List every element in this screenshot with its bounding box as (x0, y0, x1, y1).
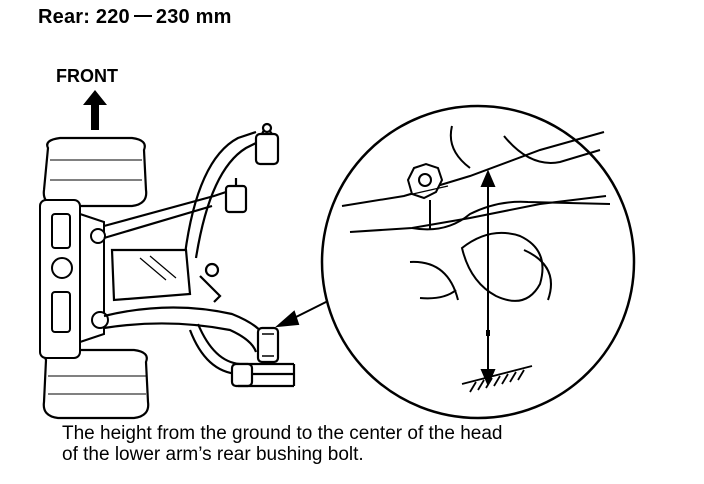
ground-hatch (461, 365, 533, 393)
rear-bushing (256, 326, 280, 364)
detail-magnifier (320, 104, 636, 420)
front-tire (42, 136, 148, 208)
range-dash (133, 15, 152, 18)
front-label: FRONT (56, 66, 118, 86)
measurement-heading: Rear: 220 230 mm (38, 6, 232, 29)
stabilizer-hose (188, 323, 296, 388)
caption: The height from the ground to the center… (62, 423, 662, 465)
caption-line-2: of the lower arm’s rear bushing bolt. (62, 444, 364, 465)
knuckle-assembly (39, 199, 109, 359)
lower-arm (103, 248, 268, 353)
range-to: 230 mm (155, 6, 232, 28)
rear-tire (42, 348, 150, 420)
caption-line-1: The height from the ground to the center… (62, 423, 503, 444)
bushing-bolt-head (403, 162, 449, 200)
heading-label: Rear: (38, 6, 91, 28)
upper-arm (103, 122, 280, 263)
arrow-up-icon (83, 90, 107, 130)
range-from: 220 (95, 6, 130, 28)
